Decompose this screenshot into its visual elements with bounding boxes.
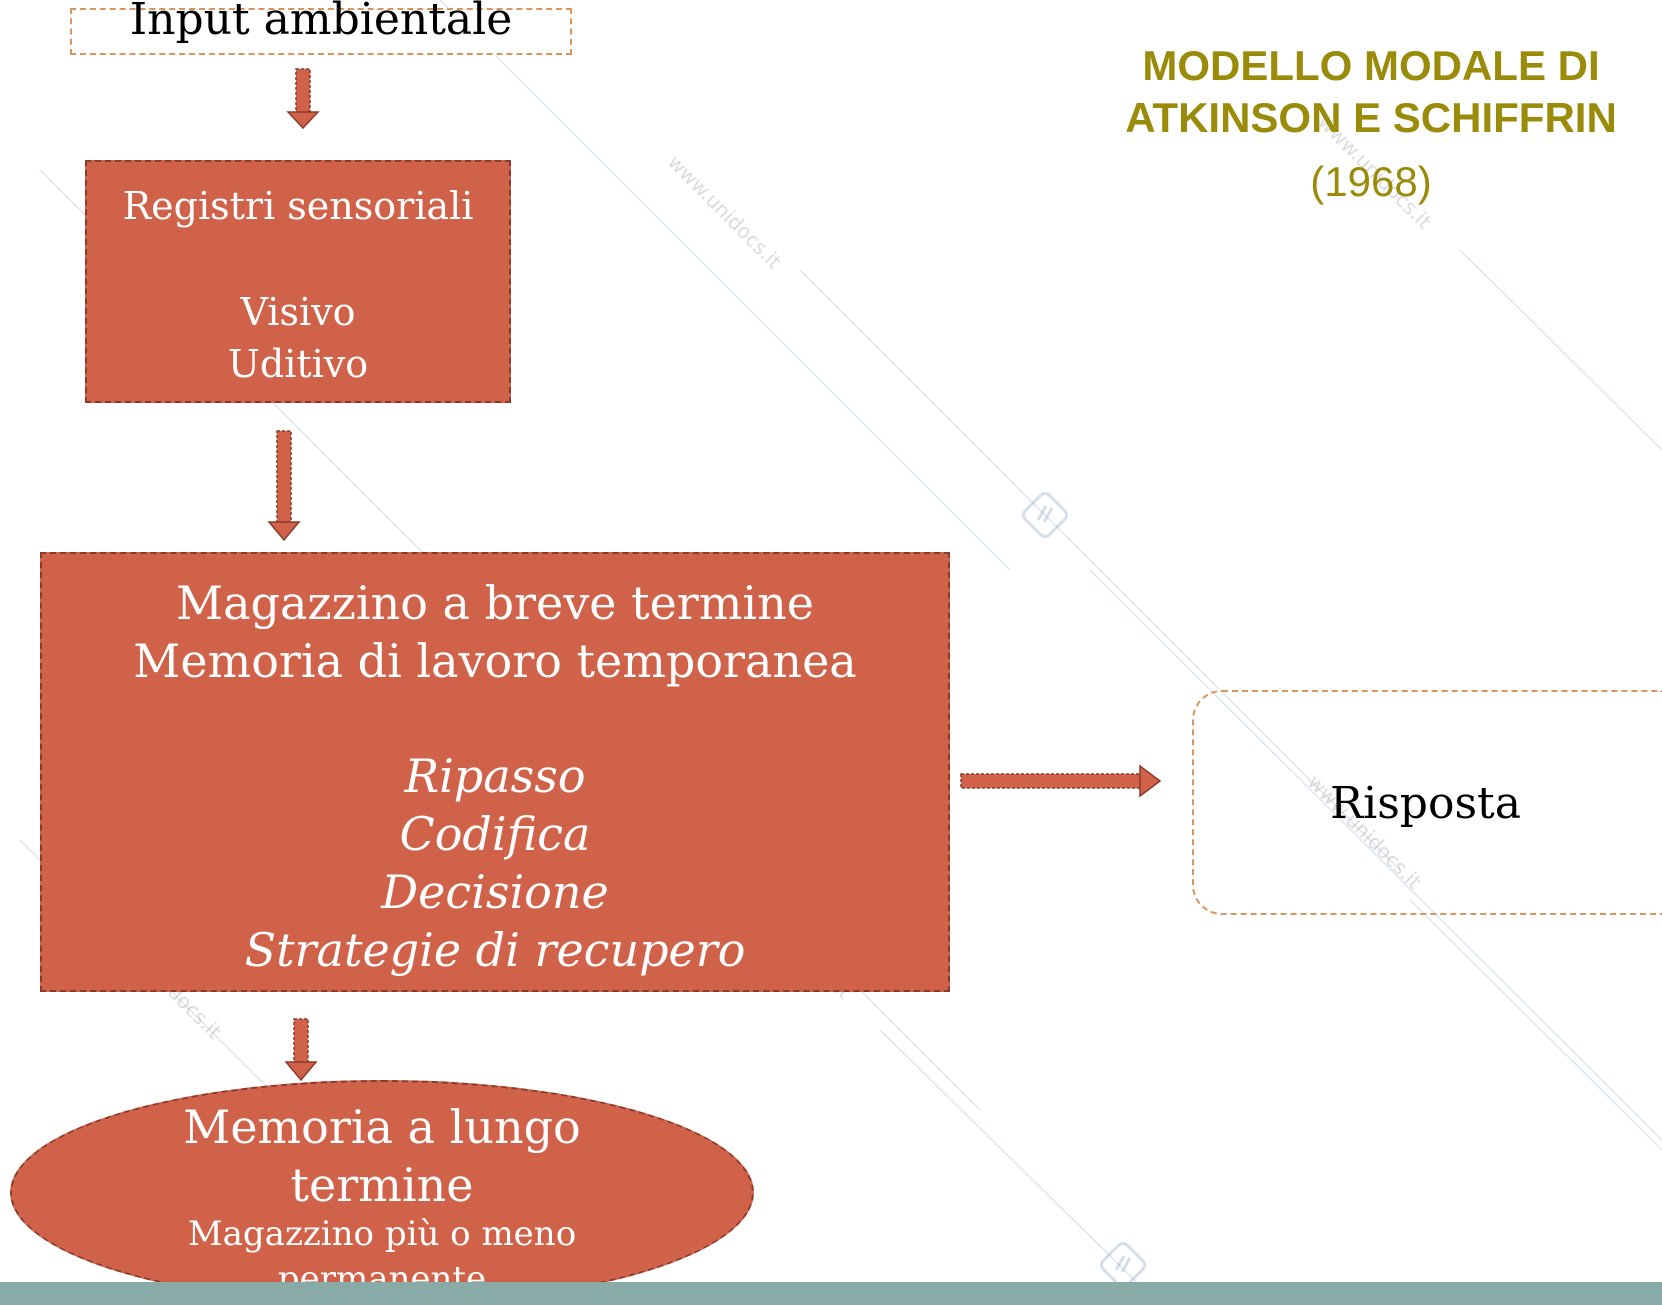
arrow-right-icon <box>960 764 1162 798</box>
ltm-heading: Memoria a lungo termine <box>12 1098 752 1214</box>
title-line-1: MODELLO MODALE DI <box>1142 42 1600 89</box>
sensory-item-visual: Visivo <box>240 290 356 334</box>
stm-line-1: Magazzino a breve termine <box>176 576 814 630</box>
ltm-sub-1: Magazzino più o meno <box>187 1214 577 1254</box>
title-line-2: ATKINSON E SCHIFFRIN <box>1125 94 1617 141</box>
sensory-item-auditory: Uditivo <box>227 342 369 386</box>
long-term-memory-node: Memoria a lungo termine Magazzino più o … <box>10 1080 754 1305</box>
arrow-down-icon <box>284 1018 318 1082</box>
ltm-line-1: Memoria a lungo <box>183 1100 581 1154</box>
short-term-store-node: Magazzino a breve termine Memoria di lav… <box>40 552 950 992</box>
footer-bar <box>0 1282 1662 1305</box>
response-node <box>1192 690 1662 915</box>
diagram-title: MODELLO MODALE DI ATKINSON E SCHIFFRIN <box>1080 40 1662 144</box>
sensory-title: Registri sensoriali <box>122 184 474 228</box>
process-rehearsal: Ripasso <box>404 749 586 803</box>
arrow-down-icon <box>286 68 320 130</box>
ltm-line-2: termine <box>290 1158 474 1212</box>
stm-processes: Ripasso Codifica Decisione Strategie di … <box>42 747 948 979</box>
response-label: Risposta <box>1330 778 1521 829</box>
watermark-logo-icon <box>1021 491 1069 539</box>
process-decision: Decisione <box>381 865 609 919</box>
process-retrieval: Strategie di recupero <box>244 923 746 977</box>
process-coding: Codifica <box>399 807 591 861</box>
stm-heading: Magazzino a breve termine Memoria di lav… <box>42 574 948 690</box>
title-year: (1968) <box>1310 158 1432 205</box>
stm-line-2: Memoria di lavoro temporanea <box>133 634 857 688</box>
watermark-text: www.unidocs.it <box>663 150 787 274</box>
arrow-down-icon <box>267 430 301 542</box>
input-label: Input ambientale <box>129 0 513 45</box>
sensory-items: Visivo Uditivo <box>87 286 509 390</box>
sensory-registers-node: Registri sensoriali Visivo Uditivo <box>85 160 511 403</box>
input-node: Input ambientale <box>70 0 572 55</box>
